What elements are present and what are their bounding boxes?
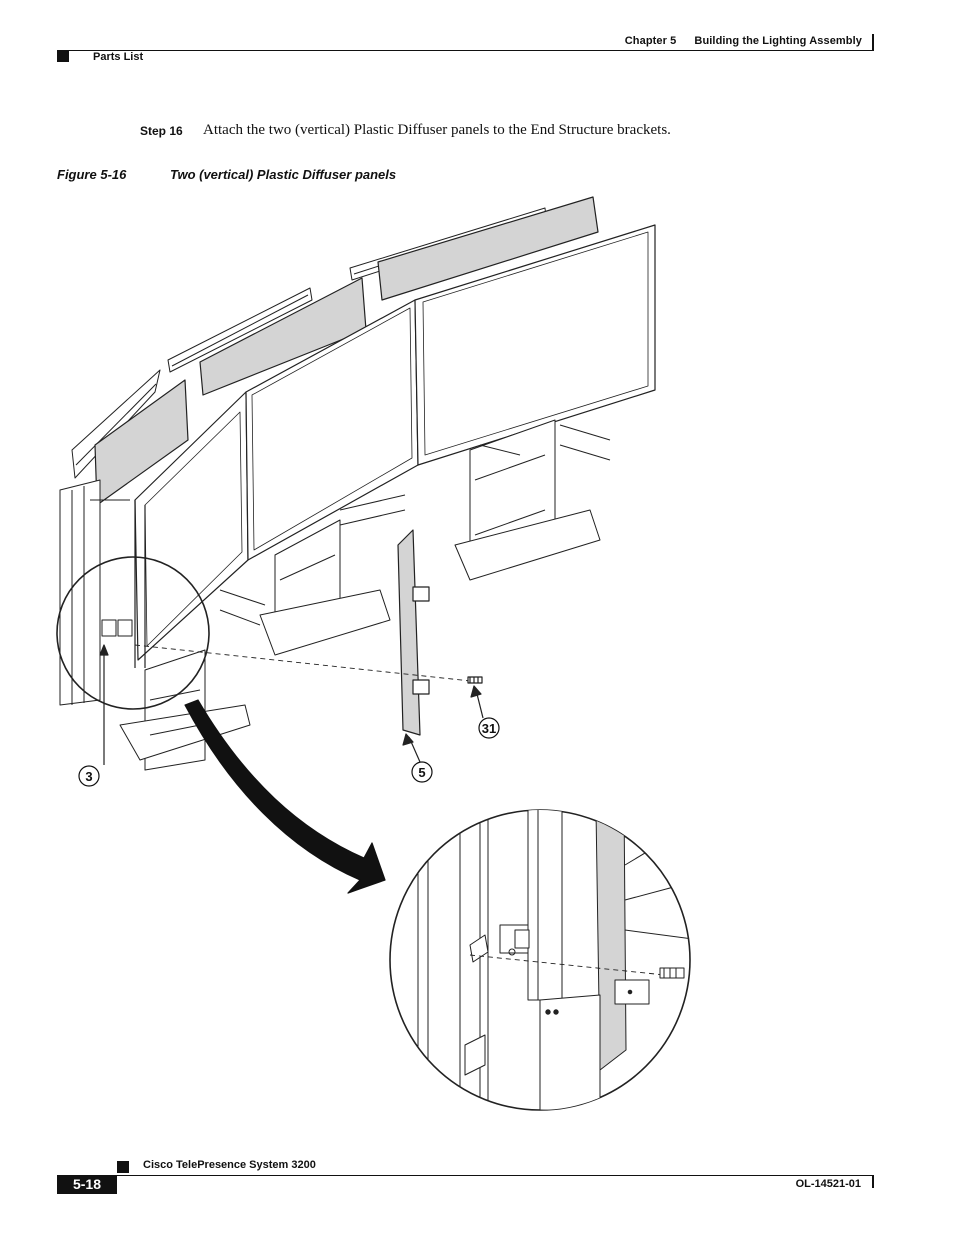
attach-guide-line bbox=[134, 644, 481, 683]
display-frames bbox=[134, 224, 656, 668]
top-diffuser-panels bbox=[94, 196, 599, 506]
callout-31: 31 bbox=[478, 717, 500, 739]
callout-31-number: 31 bbox=[482, 721, 496, 736]
callout-3-number: 3 bbox=[85, 769, 92, 784]
detail-arrow bbox=[184, 699, 386, 894]
footer-rule bbox=[117, 1175, 874, 1176]
document-id: OL-14521-01 bbox=[795, 1178, 861, 1190]
end-structure-left bbox=[59, 479, 133, 706]
callout-3: 3 bbox=[78, 765, 100, 787]
chapter-number: Chapter 5 bbox=[624, 35, 677, 47]
callout-5: 5 bbox=[411, 761, 433, 783]
footer-square-marker bbox=[117, 1161, 129, 1173]
diffuser-panel-right bbox=[377, 196, 599, 301]
running-header: Chapter 5 Building the Lighting Assembly bbox=[625, 35, 862, 47]
figure-number: Figure 5-16 bbox=[57, 167, 127, 182]
vertical-diffuser-panel bbox=[397, 529, 430, 736]
callout-5-number: 5 bbox=[418, 765, 425, 780]
screw-31 bbox=[467, 676, 483, 684]
header-square-marker bbox=[57, 51, 69, 62]
page-number: 5-18 bbox=[57, 1175, 117, 1194]
header-rule bbox=[57, 50, 874, 51]
step-text: Attach the two (vertical) Plastic Diffus… bbox=[203, 122, 671, 138]
support-stands bbox=[119, 419, 611, 771]
step-label: Step 16 bbox=[140, 124, 183, 138]
section-title: Parts List bbox=[93, 51, 144, 63]
footer-product-name: Cisco TelePresence System 3200 bbox=[143, 1159, 316, 1171]
figure-title: Two (vertical) Plastic Diffuser panels bbox=[170, 167, 397, 182]
chapter-title: Building the Lighting Assembly bbox=[694, 35, 862, 47]
frame-right bbox=[414, 224, 656, 466]
footer-bar bbox=[872, 1176, 874, 1188]
detail-callout-circle bbox=[56, 556, 210, 710]
header-bar bbox=[872, 34, 874, 50]
detail-view bbox=[389, 809, 691, 1111]
